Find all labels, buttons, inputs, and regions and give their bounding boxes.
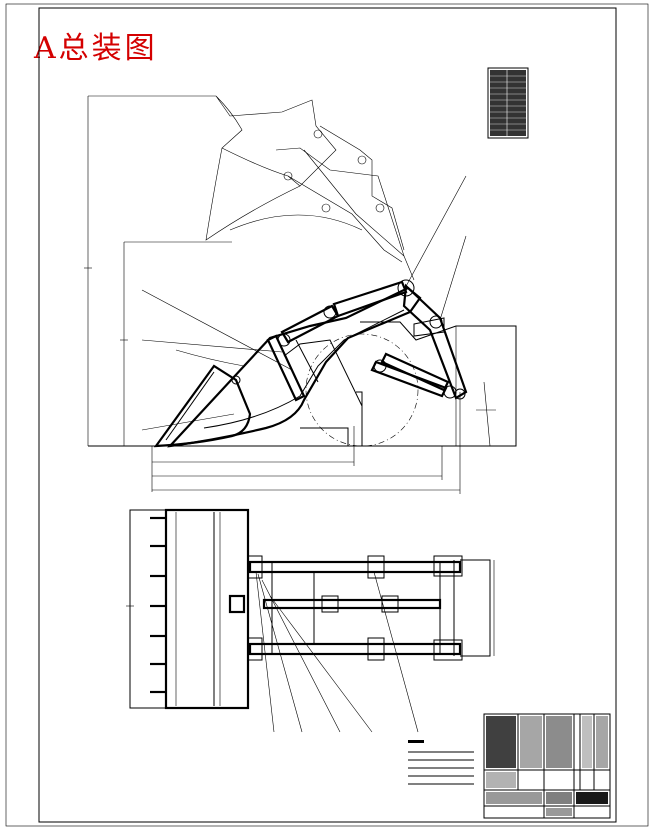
bucket-teeth <box>150 516 166 694</box>
side-elevation-view <box>84 95 517 494</box>
inner-frame <box>38 7 617 823</box>
title-block <box>483 713 611 819</box>
boom-arm <box>167 286 422 448</box>
lift-cylinder <box>370 352 457 399</box>
outer-frame <box>5 3 649 827</box>
spec-table <box>487 67 529 139</box>
bucket-lowered <box>153 349 252 448</box>
technical-notes <box>408 740 474 785</box>
plan-leader-lines <box>255 571 419 733</box>
drawing-title: A总装图 <box>34 31 158 66</box>
raised-position-outline <box>205 95 415 281</box>
boom-frame-plan <box>228 555 495 661</box>
tilt-cylinder <box>266 280 408 402</box>
plan-view <box>126 508 495 733</box>
